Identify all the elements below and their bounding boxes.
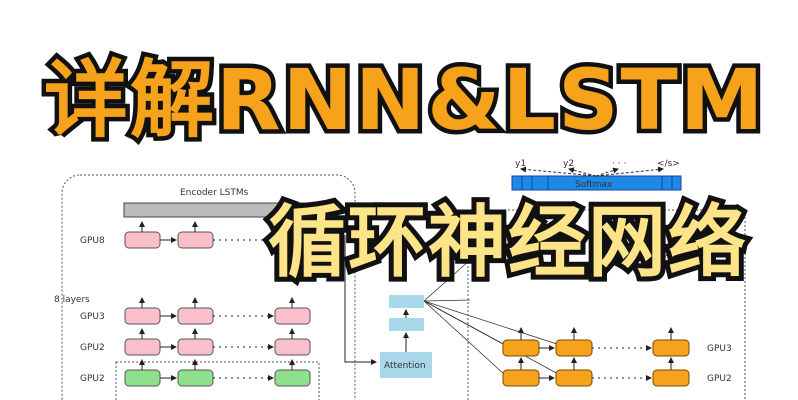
output-token: y2 xyxy=(563,159,574,169)
lstm-cell xyxy=(124,307,161,325)
encoder-output-bar xyxy=(123,202,311,218)
lstm-cell xyxy=(177,338,214,356)
title-line-1: 详解RNN&LSTM xyxy=(39,51,767,149)
output-arrow xyxy=(568,167,597,177)
encoder-row-label: GPU8 xyxy=(80,236,105,246)
lstm-cell xyxy=(177,369,214,387)
title-line-2: 循环神经网络 xyxy=(263,198,751,288)
bidirectional-frame xyxy=(115,361,320,400)
lstm-cell xyxy=(274,369,311,387)
output-arrow xyxy=(595,166,664,177)
decoder-lstm-cell xyxy=(502,369,540,387)
layers-label: 8 layers xyxy=(54,295,90,305)
output-arrow xyxy=(595,167,619,177)
decoder-frame xyxy=(467,209,746,400)
encoder-row-label: GPU2 xyxy=(80,374,105,384)
attention-link xyxy=(423,300,561,346)
output-token: </s> xyxy=(657,159,680,169)
attention-input-box-2 xyxy=(389,318,424,331)
attention-link xyxy=(423,300,506,376)
encoder-frame xyxy=(61,174,356,400)
attention-link xyxy=(423,300,561,376)
output-token: y1 xyxy=(515,159,526,169)
output-arrow xyxy=(520,166,597,177)
lstm-cell xyxy=(124,338,161,356)
lstm-cell xyxy=(124,369,161,387)
attention-input-box-1 xyxy=(389,295,424,308)
decoder-row-label: GPU2 xyxy=(707,374,732,384)
output-token: · · · xyxy=(612,159,626,169)
decoder-lstm-cell xyxy=(502,339,540,357)
attention-box xyxy=(380,352,432,378)
encoder-label: Encoder LSTMs xyxy=(180,188,249,198)
decoder-lstm-cell xyxy=(652,339,690,357)
lstm-cell xyxy=(177,231,214,249)
attention-link xyxy=(423,259,471,302)
decoder-lstm-cell xyxy=(555,339,593,357)
decoder-lstm-cell xyxy=(652,369,690,387)
decoder-row-label: GPU3 xyxy=(707,344,732,354)
encoder-row-label: GPU2 xyxy=(80,343,105,353)
softmax-label: Softmax xyxy=(575,180,613,190)
lstm-cell xyxy=(274,307,311,325)
attention-link xyxy=(423,299,471,302)
encoder-row-label: GPU3 xyxy=(80,312,105,322)
lstm-cell xyxy=(124,231,161,249)
attention-label: Attention xyxy=(384,361,426,371)
decoder-lstm-cell xyxy=(555,369,593,387)
lstm-cell xyxy=(274,338,311,356)
lstm-cell xyxy=(177,307,214,325)
